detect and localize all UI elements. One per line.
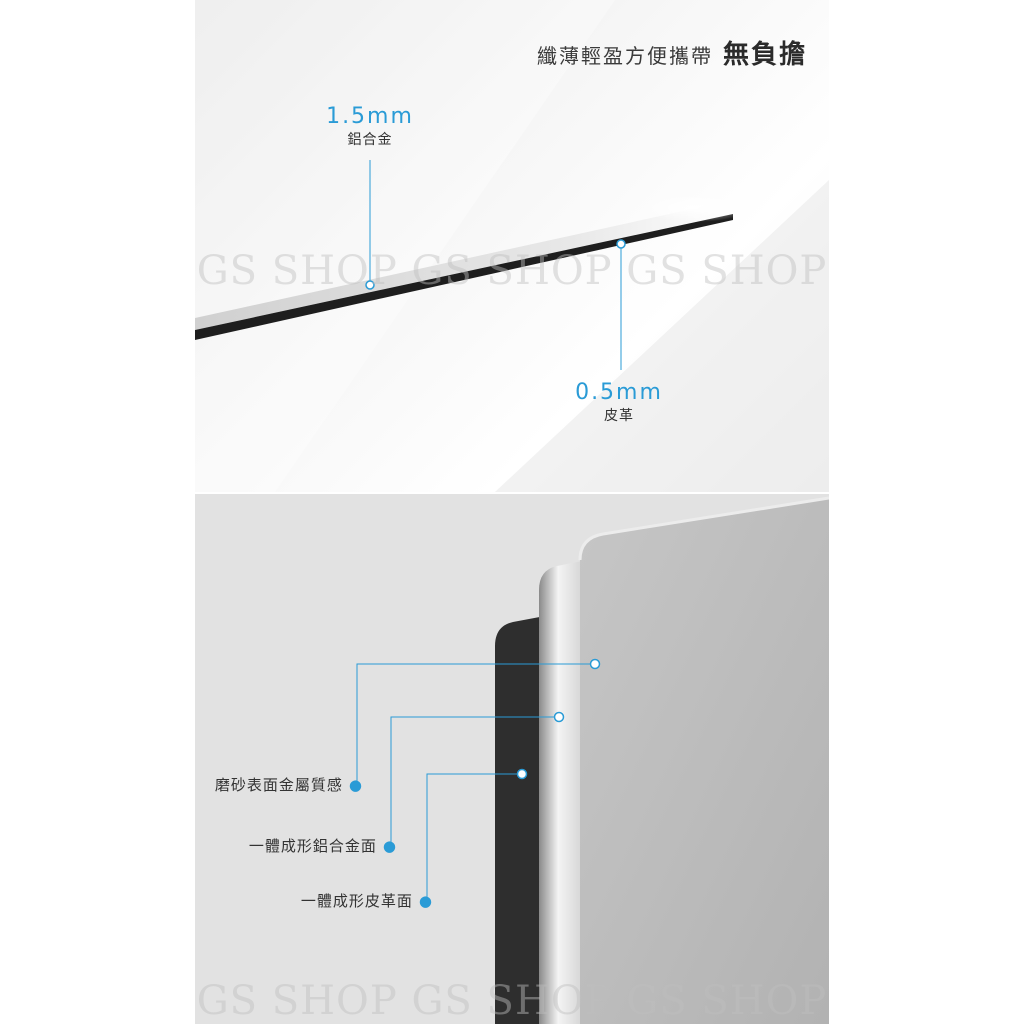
layers-illustration <box>356 496 829 1024</box>
bullet-dot-icon: ● <box>348 776 363 794</box>
aluminum-surface-marker <box>553 711 565 723</box>
thickness-panel: 纖薄輕盈方便攜帶無負擔 1.5mm 鋁合金 0.5mm 皮革 GS SHOP G… <box>195 0 829 492</box>
feature-label: 磨砂表面金屬質感 <box>214 776 343 794</box>
leather-thickness: 0.5mm <box>575 380 663 405</box>
frosted-leader-line <box>356 663 595 784</box>
leather-material: 皮革 <box>603 408 634 424</box>
aluminum-marker <box>365 280 375 290</box>
leather-surface-leader-line <box>426 773 522 899</box>
thickness-illustration <box>195 0 829 492</box>
aluminum-thickness: 1.5mm <box>326 104 414 129</box>
shadow-plane <box>495 180 829 492</box>
feature-label: 一體成形皮革面 <box>300 892 413 910</box>
highlight-glow <box>640 194 750 222</box>
frosted-marker <box>589 658 601 670</box>
bullet-dot-icon: ● <box>418 892 433 910</box>
frosted-metal-plate <box>580 498 829 1024</box>
headline: 纖薄輕盈方便攜帶無負擔 <box>537 34 807 71</box>
leather-dimension: 0.5mm 皮革 <box>575 380 663 426</box>
bullet-dot-icon: ● <box>382 837 397 855</box>
aluminum-dimension: 1.5mm 鋁合金 <box>326 104 414 150</box>
leather-sheet <box>495 616 545 1024</box>
headline-main: 纖薄輕盈方便攜帶 <box>536 44 713 68</box>
aluminum-surface-leader-line <box>390 716 559 844</box>
feature-label: 一體成形鋁合金面 <box>248 837 377 855</box>
leather-surface-marker <box>516 768 528 780</box>
feature-leather-surface: 一體成形皮革面 ● <box>301 890 433 911</box>
layers-panel: 磨砂表面金屬質感● 一體成形鋁合金面● 一體成形皮革面● GS SHOP GS … <box>195 494 829 1024</box>
light-plane <box>195 0 615 492</box>
plate-edge-highlight <box>578 496 829 561</box>
feature-aluminum-surface: 一體成形鋁合金面 ● <box>249 835 397 856</box>
leather-marker <box>616 239 626 249</box>
aluminum-layer <box>195 204 733 330</box>
headline-strong: 無負擔 <box>722 40 807 70</box>
leather-layer <box>195 214 733 340</box>
feature-frosted-metal: 磨砂表面金屬質感 ● <box>215 774 363 795</box>
aluminum-material: 鋁合金 <box>347 132 393 148</box>
aluminum-sheet <box>539 560 587 1024</box>
